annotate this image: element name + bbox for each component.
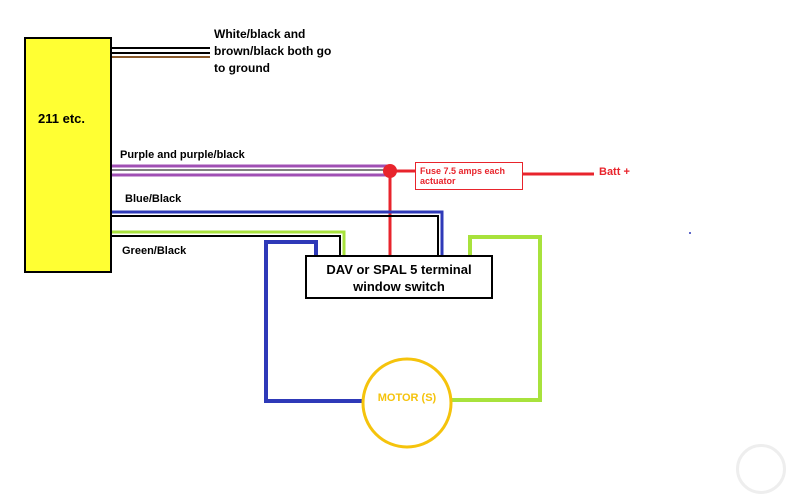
blue-black-wire [112, 210, 444, 255]
motor-label: MOTOR (S) [377, 392, 437, 404]
ground-wires [112, 47, 210, 58]
window-switch: DAV or SPAL 5 terminal window switch [305, 255, 493, 299]
battery-label: Batt + [599, 166, 630, 178]
watermark-logo [736, 444, 786, 494]
motor-circle [361, 357, 453, 449]
stray-dot [689, 232, 691, 234]
motor-lead-blue [264, 240, 362, 403]
blue-black-label: Blue/Black [125, 193, 182, 205]
ground-note: White/black and brown/black both go to g… [214, 27, 332, 75]
fuse: Fuse 7.5 amps each actuator [415, 162, 523, 190]
control-module: 211 etc. [24, 37, 112, 273]
purple-label: Purple and purple/black [120, 149, 245, 161]
module-label: 211 etc. [38, 111, 85, 126]
green-black-wire [112, 230, 346, 255]
purple-wires [112, 164, 390, 177]
green-black-label: Green/Black [122, 245, 187, 257]
motor-lead-green [452, 235, 542, 402]
